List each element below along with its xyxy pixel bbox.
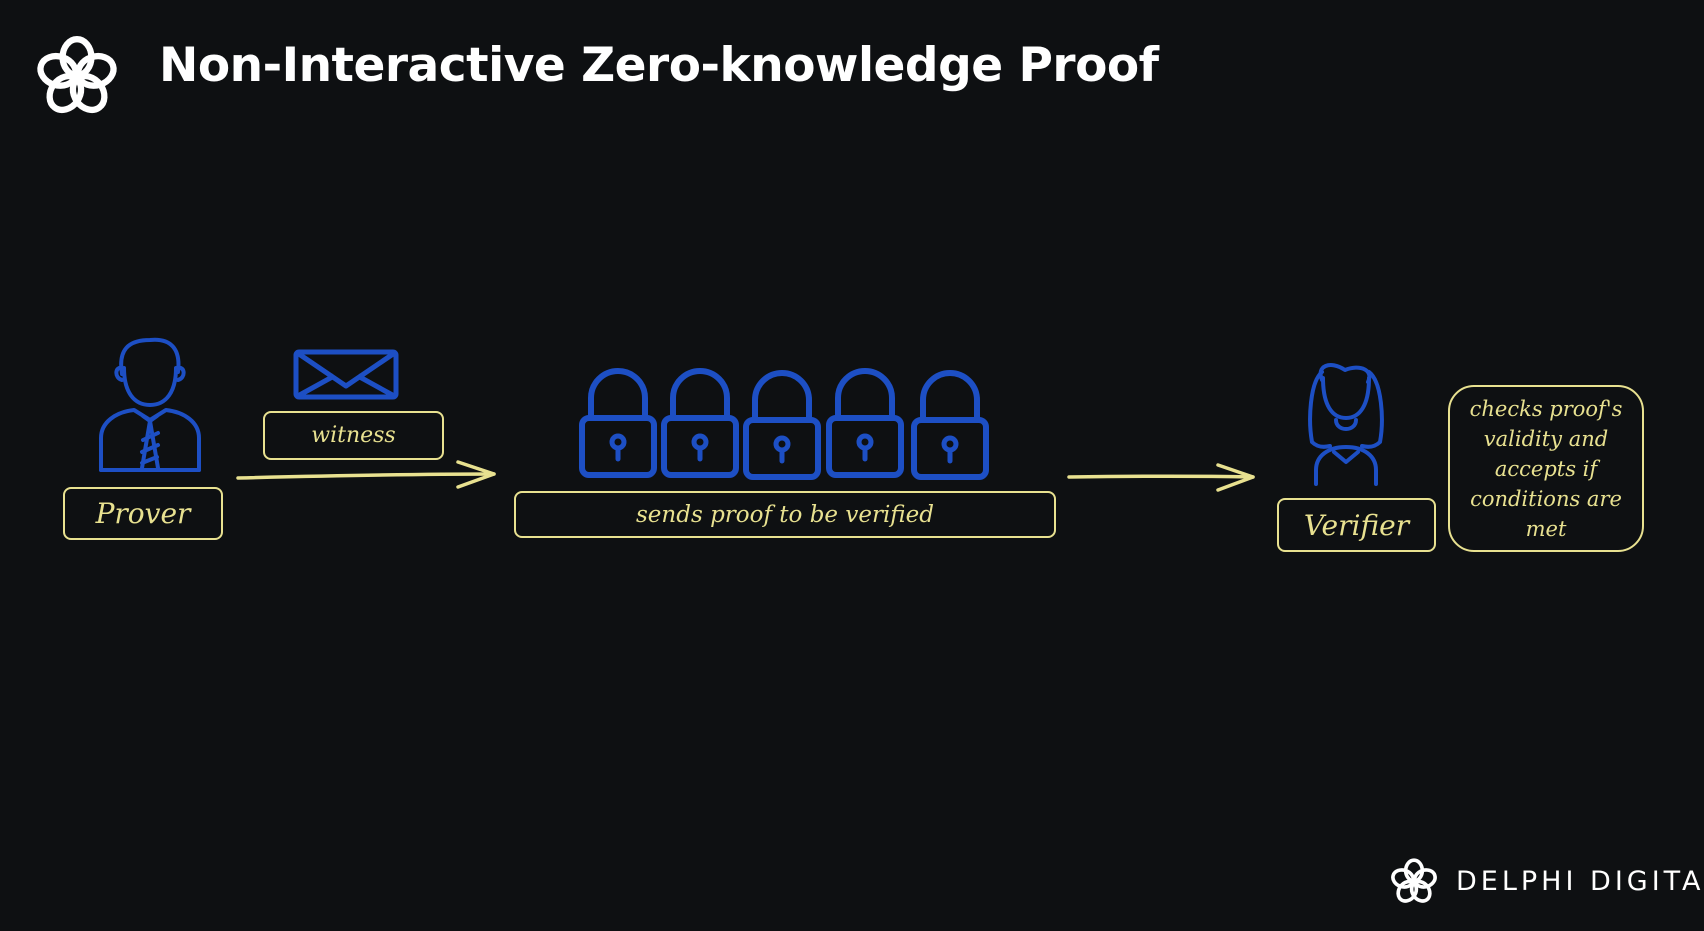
padlock-row xyxy=(579,368,989,480)
padlock-icon xyxy=(661,368,739,478)
verifier-label: Verifier xyxy=(1277,498,1436,552)
verifier-person-icon xyxy=(1308,363,1384,486)
prover-label: Prover xyxy=(63,487,223,540)
padlock-icon xyxy=(826,368,904,478)
arrow-right-icon xyxy=(1067,463,1255,492)
brand-footer: DELPHI DIGITAL xyxy=(1388,856,1704,908)
delphi-knot-icon xyxy=(1391,858,1437,903)
witness-label: witness xyxy=(263,411,444,460)
delphi-knot-icon xyxy=(37,36,117,114)
proof-label: sends proof to be verified xyxy=(514,491,1056,538)
brand-name: DELPHI DIGITAL xyxy=(1456,866,1704,897)
envelope-icon xyxy=(293,349,399,400)
padlock-icon xyxy=(579,368,657,478)
arrow-right-icon xyxy=(236,460,496,489)
padlock-icon xyxy=(743,370,821,480)
page-title: Non-Interactive Zero-knowledge Proof xyxy=(159,38,1159,93)
prover-person-icon xyxy=(99,337,201,472)
verifier-note: checks proof's validity and accepts if c… xyxy=(1448,385,1644,552)
padlock-icon xyxy=(911,370,989,480)
